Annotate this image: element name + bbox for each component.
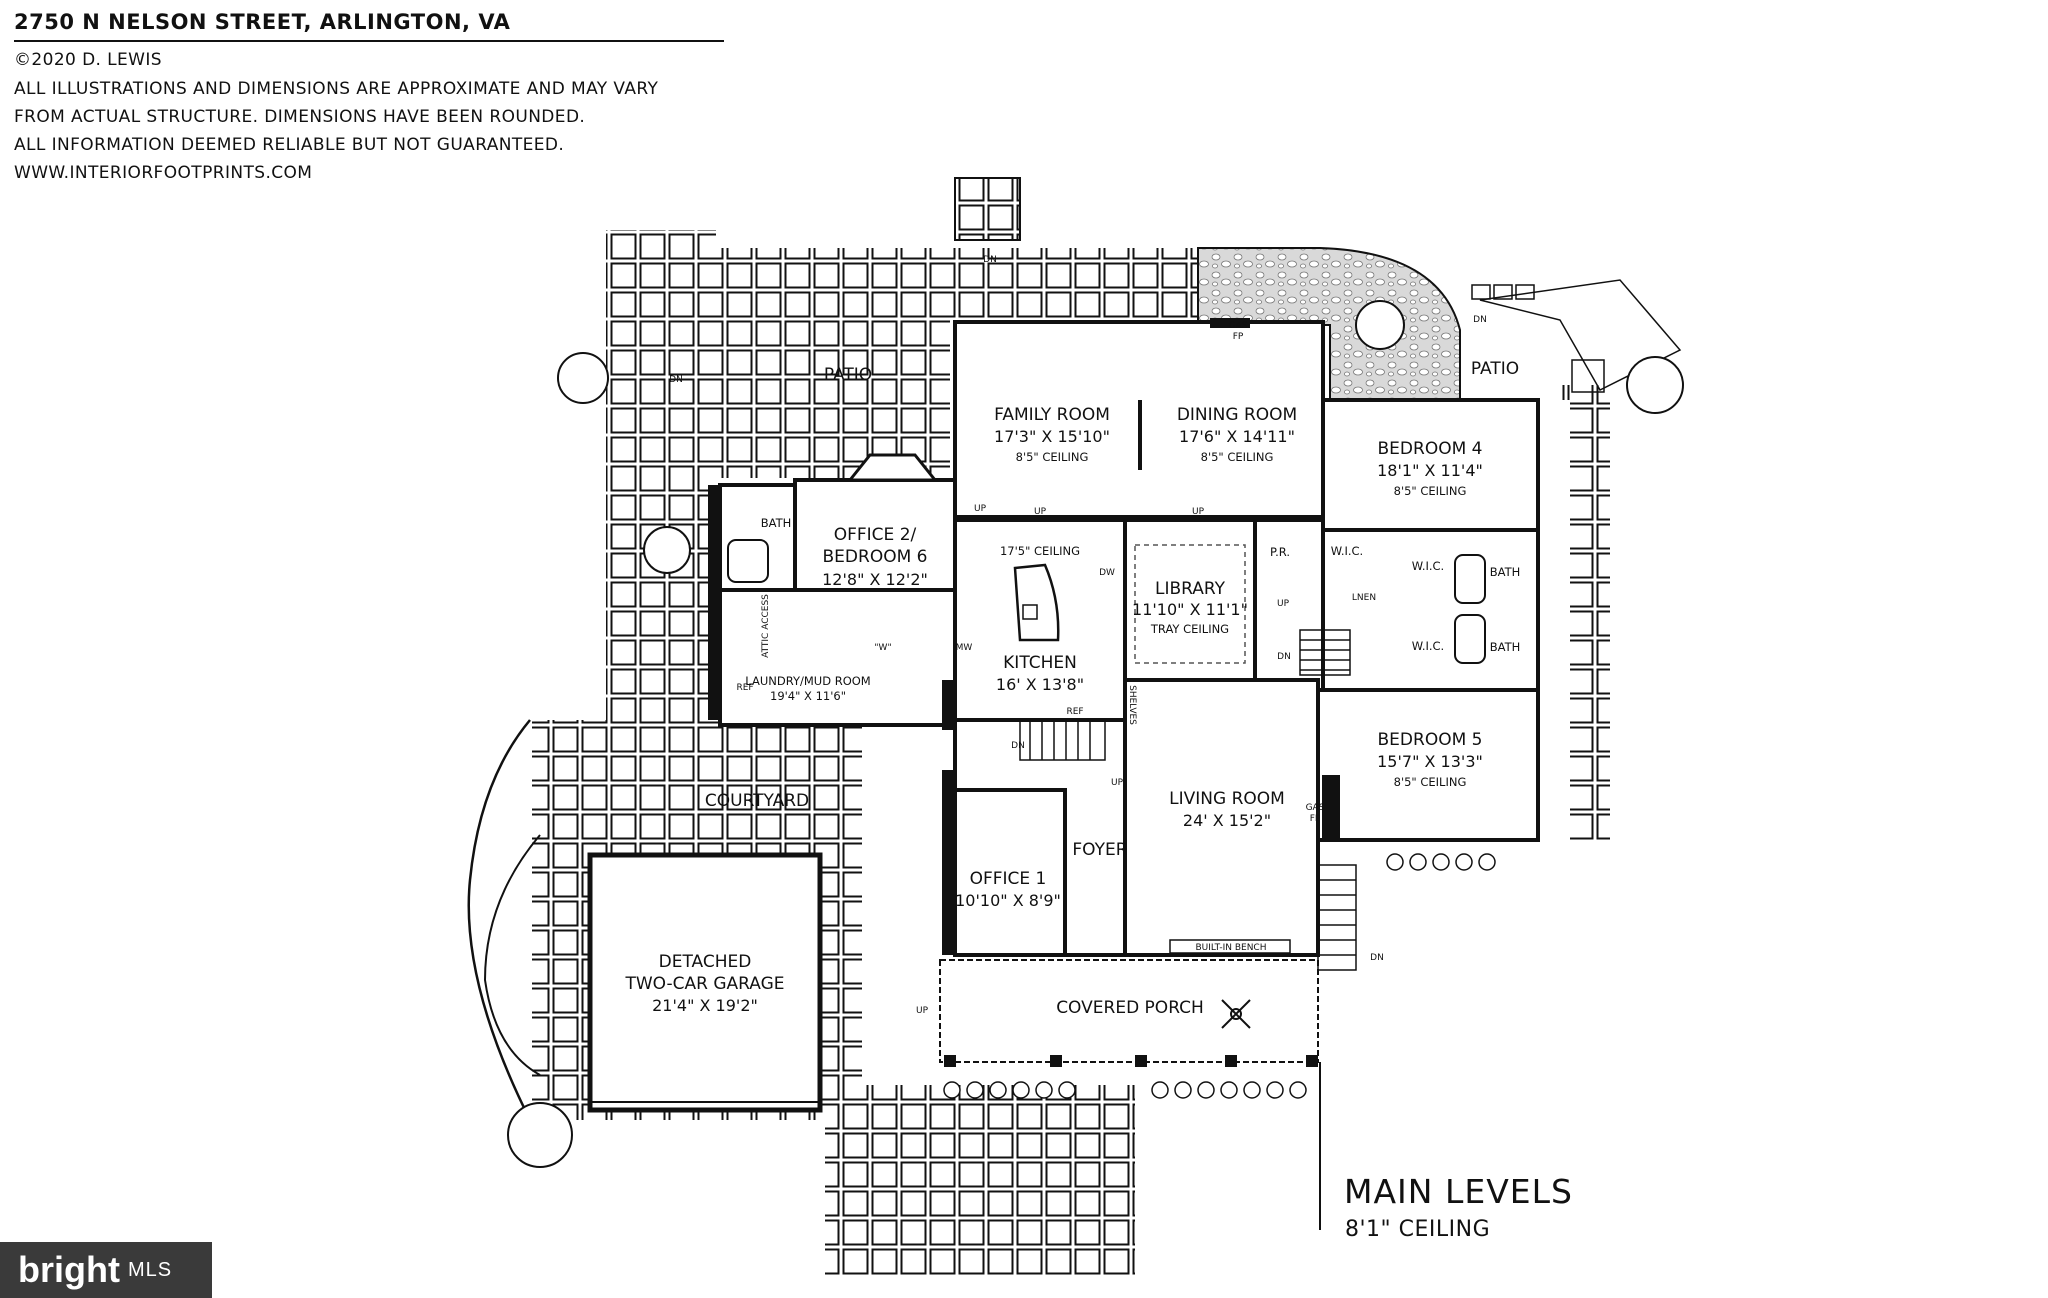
- library-dims: 11'10" X 11'1": [1132, 600, 1248, 619]
- ref-label-laundry: REF: [736, 683, 753, 693]
- bedroom-5-name: BEDROOM 5: [1378, 730, 1483, 750]
- up-label-2: UP: [1034, 507, 1047, 517]
- detached-garage: [587, 852, 823, 1113]
- wic-label-2: W.I.C.: [1412, 639, 1444, 653]
- attic-access-label: ATTIC ACCESS: [761, 594, 771, 658]
- ref-label-kitchen: REF: [1066, 707, 1083, 717]
- linen-label: LNEN: [1352, 593, 1376, 603]
- bath-label-lower: BATH: [1490, 640, 1521, 654]
- library-name: LIBRARY: [1155, 579, 1226, 599]
- dining-room-name: DINING ROOM: [1177, 405, 1297, 425]
- patio-right-label: PATIO: [1471, 359, 1519, 379]
- ceiling-fan-icon: [1221, 999, 1251, 1029]
- copyright-line: ©2020 D. LEWIS: [14, 50, 162, 70]
- courtyard-label: COURTYARD: [705, 791, 809, 811]
- bedroom-4-ceiling: 8'5" CEILING: [1394, 484, 1467, 498]
- bathtubs: [727, 539, 1486, 664]
- dining-room-dims: 17'6" X 14'11": [1179, 427, 1295, 446]
- garage-name-line-2: TWO-CAR GARAGE: [624, 974, 784, 994]
- kitchen-island: [1013, 563, 1060, 642]
- gas-fp-top-line-2: FP: [1233, 332, 1244, 342]
- garage-name-line-1: DETACHED: [659, 952, 752, 972]
- garage-dims: 21'4" X 19'2": [652, 996, 758, 1015]
- gas-fp-top-line-1: GAS: [1229, 321, 1248, 331]
- covered-porch-label: COVERED PORCH: [1056, 998, 1204, 1018]
- tray-ceiling-outline: [1134, 544, 1246, 664]
- dw-label: DW: [1099, 568, 1115, 578]
- bedroom-4-dims: 18'1" X 11'4": [1377, 461, 1483, 480]
- laundry-name: LAUNDRY/MUD ROOM: [745, 674, 870, 688]
- disclaimer-line-2: FROM ACTUAL STRUCTURE. DIMENSIONS HAVE B…: [14, 107, 586, 127]
- bedroom-5-ceiling: 8'5" CEILING: [1394, 775, 1467, 789]
- wic-label-1: W.I.C.: [1412, 559, 1444, 573]
- office-2-name-line-2: BEDROOM 6: [823, 547, 928, 567]
- trees: [507, 300, 1684, 1168]
- bay-window: [846, 453, 939, 482]
- dn-label-patio: DN: [669, 375, 683, 385]
- living-room-dims: 24' X 15'2": [1183, 811, 1271, 830]
- office-2-dims: 12'8" X 12'2": [822, 570, 928, 589]
- property-address-title: 2750 N NELSON STREET, ARLINGTON, VA: [14, 10, 511, 34]
- plan-ceiling: 8'1" CEILING: [1345, 1217, 1491, 1242]
- kitchen-dims: 16' X 13'8": [996, 675, 1084, 694]
- shelves-label: SHELVES: [1127, 685, 1137, 725]
- covered-porch-outline: [939, 959, 1319, 1063]
- dn-label-side: DN: [1370, 953, 1384, 963]
- washer-label: "W": [874, 643, 891, 653]
- mw-label: MW: [956, 643, 973, 653]
- office-2-name-line-1: OFFICE 2/: [834, 525, 917, 545]
- laundry-dims: 19'4" X 11'6": [770, 689, 846, 703]
- dn-label-kitchen: DN: [1011, 741, 1025, 751]
- bath-label-left: BATH: [761, 516, 792, 530]
- wic-label-3: W.I.C.: [1331, 544, 1363, 558]
- disclaimer-line-1: ALL ILLUSTRATIONS AND DIMENSIONS ARE APP…: [14, 79, 659, 99]
- gas-fp-living-line-2: FP: [1310, 814, 1321, 824]
- plan-title: MAIN LEVELS: [1344, 1172, 1573, 1211]
- up-label-6: UP: [916, 1006, 929, 1016]
- bright-mls-watermark: bright MLS: [0, 1242, 212, 1298]
- website-link[interactable]: WWW.INTERIORFOOTPRINTS.COM: [14, 163, 313, 183]
- library-ceiling: TRAY CEILING: [1150, 622, 1229, 636]
- foyer-label: FOYER: [1072, 840, 1127, 860]
- office-1-dims: 10'10" X 8'9": [955, 891, 1061, 910]
- dn-label-chimney: DN: [983, 255, 997, 265]
- disclaimer-line-3: ALL INFORMATION DEEMED RELIABLE BUT NOT …: [14, 135, 565, 155]
- watermark-brand: bright: [18, 1249, 120, 1290]
- watermark-suffix: MLS: [127, 1258, 173, 1281]
- gas-fp-living-line-1: GAS: [1306, 803, 1325, 813]
- dining-room-ceiling: 8'5" CEILING: [1201, 450, 1274, 464]
- built-in-bench-label: BUILT-IN BENCH: [1195, 943, 1266, 953]
- chimney: [954, 177, 1021, 241]
- kitchen-ceiling: 17'5" CEILING: [1000, 544, 1080, 558]
- kitchen-name: KITCHEN: [1003, 653, 1077, 673]
- side-stairs: [1317, 864, 1357, 971]
- bedroom-4-name: BEDROOM 4: [1378, 439, 1483, 459]
- patio-left-label: PATIO: [824, 365, 872, 385]
- living-room-name: LIVING ROOM: [1169, 789, 1285, 809]
- up-label-5: UP: [1111, 778, 1124, 788]
- up-label-1: UP: [974, 504, 987, 514]
- bedroom-5-dims: 15'7" X 13'3": [1377, 752, 1483, 771]
- house-walls: [718, 320, 1540, 957]
- thick-walls: [708, 318, 1340, 955]
- family-room-ceiling: 8'5" CEILING: [1016, 450, 1089, 464]
- title-underline: [14, 40, 724, 42]
- bath-label-upper: BATH: [1490, 565, 1521, 579]
- dn-label-right: DN: [1473, 315, 1487, 325]
- up-label-3: UP: [1192, 507, 1205, 517]
- up-label-4: UP: [1277, 599, 1290, 609]
- family-room-dims: 17'3" X 15'10": [994, 427, 1110, 446]
- porch-columns: [944, 1055, 1318, 1067]
- stairs: [1019, 629, 1351, 761]
- shrub-row: [943, 853, 1496, 1099]
- office-1-name: OFFICE 1: [970, 869, 1047, 889]
- powder-room-label: P.R.: [1270, 545, 1290, 559]
- dn-label-stairs: DN: [1277, 652, 1291, 662]
- family-room-name: FAMILY ROOM: [994, 405, 1110, 425]
